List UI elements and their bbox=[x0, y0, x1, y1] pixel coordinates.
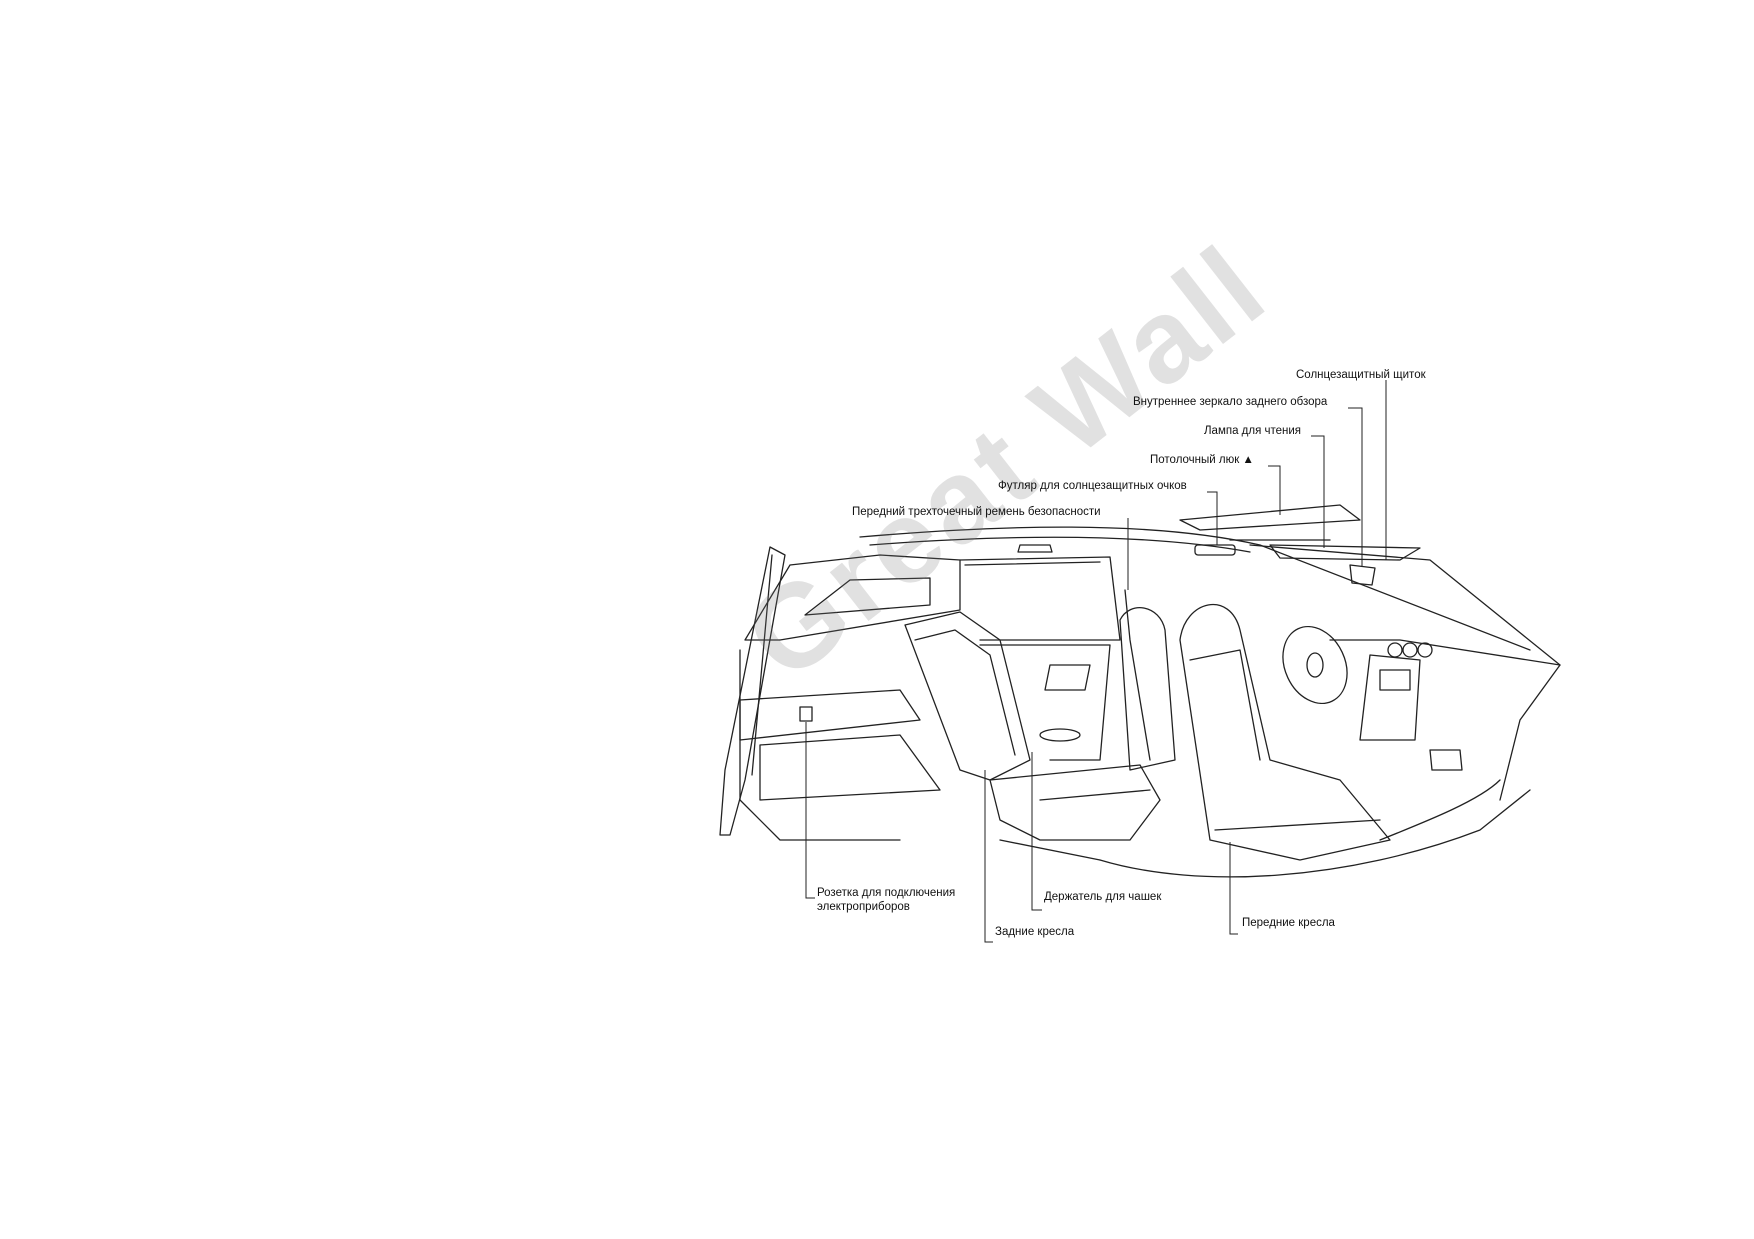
label-rear-seats: Задние кресла bbox=[995, 926, 1075, 938]
rear-door bbox=[979, 644, 1111, 761]
leader-power-outlet bbox=[805, 722, 815, 899]
leader-sunroof bbox=[1268, 465, 1281, 515]
leader-rear-seats bbox=[984, 770, 993, 943]
leader-cup-holder bbox=[1031, 752, 1042, 911]
cargo-cover bbox=[739, 689, 921, 741]
leader-interior-mirror bbox=[1348, 407, 1363, 566]
label-power-outlet: Розетка для подключения электроприборов bbox=[817, 887, 956, 913]
front-seat-left bbox=[1119, 607, 1176, 771]
steering-wheel bbox=[1282, 625, 1348, 705]
reading-lamp-shape bbox=[1194, 544, 1236, 556]
label-front-seatbelt: Передний трехточечный ремень безопасност… bbox=[852, 506, 1101, 518]
sun-visor-shape bbox=[1269, 544, 1421, 561]
label-reading-lamp: Лампа для чтения bbox=[1204, 425, 1302, 437]
label-front-seats: Передние кресла bbox=[1242, 917, 1335, 929]
roof-outline bbox=[859, 526, 1531, 651]
label-sunroof: Потолочный люк ▲ bbox=[1150, 454, 1254, 466]
mirror-shape bbox=[1349, 564, 1376, 586]
windshield bbox=[1249, 544, 1561, 666]
rear-seat-back bbox=[904, 611, 1031, 781]
power-outlet-socket bbox=[799, 706, 813, 722]
label-sun-visor: Солнцезащитный щиток bbox=[1296, 369, 1426, 381]
seatbelt bbox=[1124, 589, 1151, 761]
sunroof-panel bbox=[1179, 504, 1361, 531]
cup-holder-shape bbox=[1039, 728, 1081, 742]
tailgate bbox=[719, 546, 786, 836]
leader-front-seats bbox=[1229, 842, 1238, 935]
lower-body bbox=[1099, 789, 1531, 878]
leader-reading-lamp bbox=[1311, 435, 1325, 548]
label-interior-mirror: Внутреннее зеркало заднего обзора bbox=[1133, 396, 1328, 408]
label-glasses-case: Футляр для солнцезащитных очков bbox=[998, 480, 1187, 492]
label-cup-holder: Держатель для чашек bbox=[1044, 891, 1162, 903]
dashboard bbox=[1329, 639, 1561, 801]
leader-glasses-case bbox=[1207, 491, 1218, 545]
